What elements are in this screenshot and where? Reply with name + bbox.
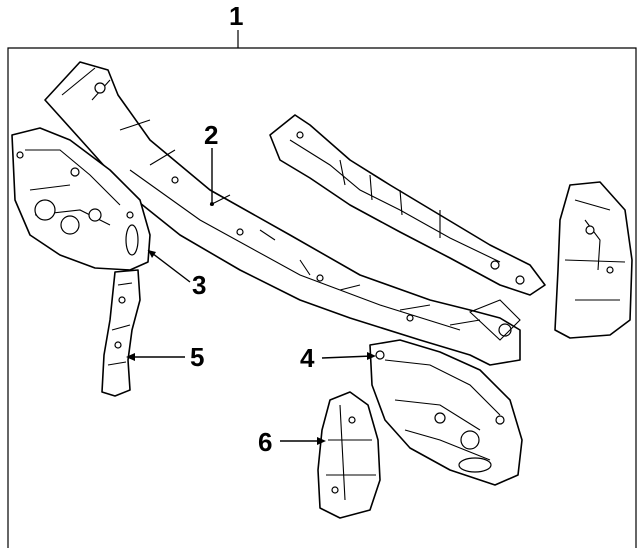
- callout-5: 5: [190, 342, 204, 372]
- right-lower-side-panel: [369, 339, 523, 486]
- upper-right-brace: [269, 114, 546, 296]
- callout-1: 1: [229, 1, 243, 31]
- right-side-panel: [554, 181, 633, 339]
- group-bracket: [7, 30, 637, 548]
- callout-4: 4: [300, 343, 315, 373]
- upper-tie-bar: [44, 61, 521, 366]
- callout-6: 6: [258, 427, 272, 457]
- left-side-panel: [11, 127, 151, 271]
- lower-center-bracket: [317, 391, 381, 519]
- callout-2: 2: [204, 120, 218, 150]
- left-lower-bracket: [101, 269, 141, 397]
- callout-3: 3: [192, 270, 206, 300]
- leader-lines: [126, 148, 376, 445]
